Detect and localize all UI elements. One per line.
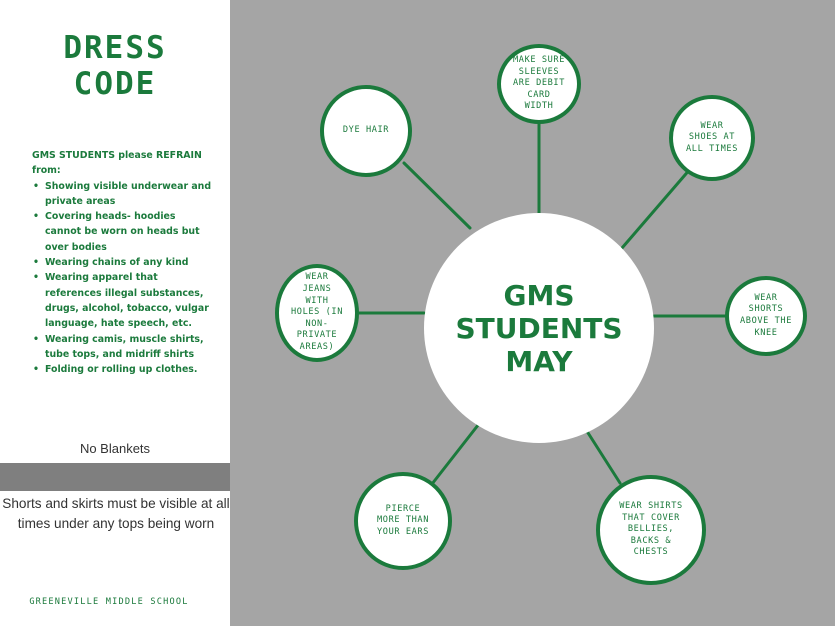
no-blankets-note: No Blankets [79, 441, 151, 456]
bubble-shirts: WEAR SHIRTS THAT COVER BELLIES, BACKS & … [596, 475, 706, 585]
list-item: Wearing camis, muscle shirts, tube tops,… [33, 332, 212, 363]
connector-shoes [620, 166, 693, 250]
refrain-section: GMS STUDENTS please REFRAIN from: Showin… [32, 148, 212, 378]
school-name: GREENEVILLE MIDDLE SCHOOL [29, 597, 189, 607]
page-title: DRESS CODE [0, 30, 230, 102]
title-line-dress: DRESS [63, 30, 167, 66]
dress-code-panel: DRESS CODE GMS STUDENTS please REFRAIN f… [0, 0, 230, 626]
list-item: Folding or rolling up clothes. [33, 362, 212, 378]
connector-dye-hair [402, 161, 472, 230]
connector-pierce [430, 418, 484, 486]
bubble-label: WEAR SHIRTS THAT COVER BELLIES, BACKS & … [619, 501, 683, 558]
bubble-shoes: WEAR SHOES AT ALL TIMES [669, 95, 755, 181]
bubble-label: MAKE SURE SLEEVES ARE DEBIT CARD WIDTH [513, 55, 565, 112]
bubble-dye-hair: DYE HAIR [320, 85, 412, 177]
bubble-label: DYE HAIR [342, 125, 390, 136]
bubble-pierce: PIERCE MORE THAN YOUR EARS [354, 472, 452, 570]
refrain-list: Showing visible underwear and private ar… [32, 179, 212, 378]
title-line-code: CODE [73, 66, 157, 102]
bubble-label: WEAR SHOES AT ALL TIMES [686, 120, 738, 154]
bubble-label: PIERCE MORE THAN YOUR EARS [377, 503, 429, 537]
shorts-skirts-note: Shorts and skirts must be visible at all… [2, 496, 230, 531]
list-item: Wearing chains of any kind [33, 255, 212, 271]
list-item: Covering heads- hoodies cannot be worn o… [33, 209, 212, 255]
bubble-shorts: WEAR SHORTS ABOVE THE KNEE [725, 276, 807, 356]
bubble-jeans: WEAR JEANS WITH HOLES (IN NON- PRIVATE A… [275, 264, 359, 362]
connector-shirts [581, 423, 622, 485]
center-circle: GMS STUDENTS MAY [424, 213, 654, 443]
list-item: Showing visible underwear and private ar… [33, 179, 212, 210]
list-item: Wearing apparel that references illegal … [33, 270, 212, 331]
divider-band [0, 463, 230, 491]
bubble-label: WEAR SHORTS ABOVE THE KNEE [740, 292, 792, 338]
refrain-intro: GMS STUDENTS please REFRAIN from: [32, 150, 202, 177]
bubble-label: WEAR JEANS WITH HOLES (IN NON- PRIVATE A… [291, 272, 343, 352]
bubble-sleeves: MAKE SURE SLEEVES ARE DEBIT CARD WIDTH [497, 44, 581, 124]
center-label: GMS STUDENTS MAY [455, 278, 623, 378]
